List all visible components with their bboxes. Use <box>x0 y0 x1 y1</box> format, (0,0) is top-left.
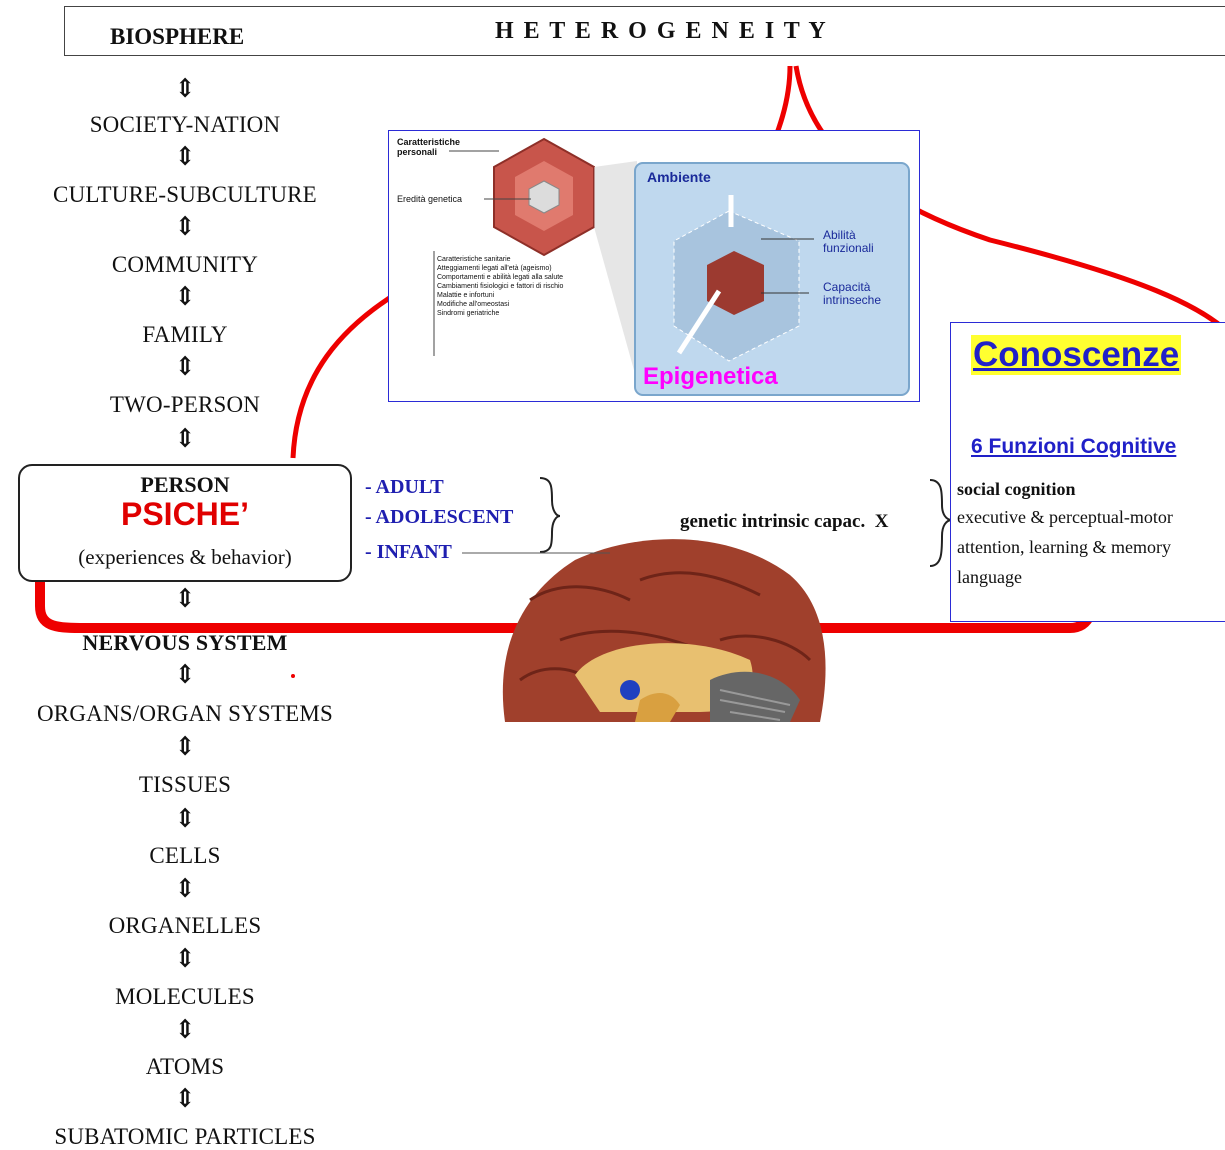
updown-arrow-icon: ⇕ <box>174 212 196 241</box>
functional-abilities-label: Abilità funzionali <box>823 228 874 255</box>
heterogeneity-header <box>64 6 1225 56</box>
epigenetica-title: Epigenetica <box>643 363 778 390</box>
health-title: Caratteristiche sanitarie <box>437 256 511 263</box>
person-label: PERSON <box>140 472 230 497</box>
health-characteristics: Caratteristiche sanitarie Atteggiamenti … <box>437 255 627 318</box>
genetic-inheritance-label: Eredità genetica <box>397 194 463 204</box>
stage-infant: - INFANT <box>365 541 452 563</box>
functions-brace <box>929 479 953 567</box>
age-brace <box>539 477 561 553</box>
function-social-cognition: social cognition <box>957 479 1076 499</box>
personal-characteristics-label: Caratteristiche personali <box>397 137 461 157</box>
person-box <box>18 464 352 582</box>
function-executive: executive & perceptual-motor <box>957 507 1173 527</box>
level-organelles: ORGANELLES <box>108 913 262 938</box>
level-subatomic: SUBATOMIC PARTICLES <box>54 1124 316 1149</box>
cognitive-functions-title: 6 Funzioni Cognitive <box>971 435 1177 458</box>
updown-arrow-icon: ⇕ <box>174 1015 196 1044</box>
health-item: Modifiche all'omeostasi <box>437 301 510 308</box>
level-community: COMMUNITY <box>111 252 259 277</box>
intrinsic-capacity-label: Capacità intrinseche <box>823 280 882 307</box>
knowledge-title: Conoscenze <box>971 335 1182 375</box>
updown-arrow-icon: ⇕ <box>174 874 196 903</box>
stage-adult: - ADULT <box>365 476 444 498</box>
epigenetics-panel: Caratteristiche personali Eredità geneti… <box>388 130 920 402</box>
updown-arrow-icon: ⇕ <box>174 804 196 833</box>
genetic-capacity-label: genetic intrinsic capac. X <box>680 511 889 532</box>
health-item: Malattie e infortuni <box>437 292 495 299</box>
right-curve <box>793 65 1225 333</box>
level-culture-subculture: CULTURE-SUBCULTURE <box>53 182 317 207</box>
brain-illustration <box>502 539 826 722</box>
updown-arrow-icon: ⇕ <box>174 660 196 689</box>
heterogeneity-title: H E T E R O G E N E I T Y <box>495 18 828 44</box>
health-item: Comportamenti e abilità legati alla salu… <box>437 274 564 281</box>
psiche-label: PSICHE’ <box>120 496 250 532</box>
updown-arrow-icon: ⇕ <box>174 352 196 381</box>
environment-label: Ambiente <box>647 169 711 185</box>
knowledge-panel: Conoscenze 6 Funzioni Cognitive social c… <box>950 322 1225 622</box>
function-language: language <box>957 567 1022 587</box>
person-subtitle: (experiences & behavior) <box>78 545 292 569</box>
level-cells: CELLS <box>149 843 221 868</box>
epigenetics-diagram <box>433 137 910 396</box>
updown-arrow-icon: ⇕ <box>174 74 196 103</box>
level-tissues: TISSUES <box>138 772 232 797</box>
updown-arrow-icon: ⇕ <box>174 584 196 613</box>
health-item: Sindromi geriatriche <box>437 310 500 317</box>
function-attention: attention, learning & memory <box>957 537 1171 557</box>
health-item: Cambiamenti fisiologici e fattori di ris… <box>437 283 564 290</box>
updown-arrow-icon: ⇕ <box>174 944 196 973</box>
updown-arrow-icon: ⇕ <box>174 424 196 453</box>
updown-arrow-icon: ⇕ <box>174 732 196 761</box>
level-organs: ORGANS/ORGAN SYSTEMS <box>36 701 334 726</box>
updown-arrow-icon: ⇕ <box>174 142 196 171</box>
updown-arrow-icon: ⇕ <box>174 282 196 311</box>
level-atoms: ATOMS <box>145 1054 225 1079</box>
level-two-person: TWO-PERSON <box>109 392 261 417</box>
level-molecules: MOLECULES <box>115 984 255 1009</box>
updown-arrow-icon: ⇕ <box>174 1084 196 1113</box>
level-family: FAMILY <box>142 322 228 347</box>
stage-adolescent: - ADOLESCENT <box>365 506 514 528</box>
health-item: Atteggiamenti legati all'età (ageismo) <box>437 265 552 272</box>
level-nervous-system: NERVOUS SYSTEM <box>82 630 288 655</box>
biosphere-label: BIOSPHERE <box>110 24 245 49</box>
level-society-nation: SOCIETY-NATION <box>89 112 281 137</box>
